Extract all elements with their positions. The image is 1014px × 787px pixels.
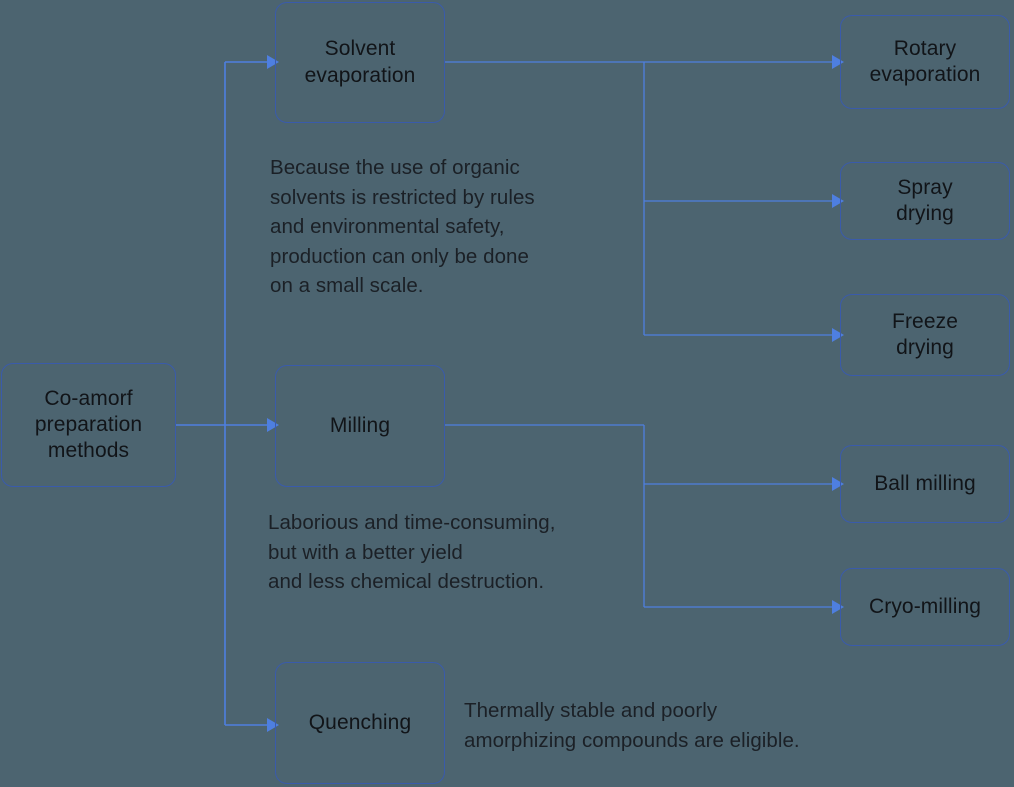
node-quenching[interactable]: Quenching [275, 662, 445, 784]
note-milling: Laborious and time-consuming, but with a… [268, 511, 556, 594]
node-milling[interactable]: Milling [275, 365, 445, 487]
note-quenching: Thermally stable and poorly amorphizing … [464, 699, 800, 752]
node-root[interactable]: Co-amorf preparation methods [1, 363, 176, 487]
node-solvent-evaporation[interactable]: Solvent evaporation [275, 2, 445, 123]
node-cryo-milling[interactable]: Cryo-milling [840, 568, 1010, 646]
note-solvent-evaporation: Because the use of organic solvents is r… [270, 156, 535, 298]
node-freeze-drying[interactable]: Freeze drying [840, 294, 1010, 376]
node-ball-milling[interactable]: Ball milling [840, 445, 1010, 523]
node-rotary-evaporation[interactable]: Rotary evaporation [840, 15, 1010, 109]
node-spray-drying[interactable]: Spray drying [840, 162, 1010, 240]
